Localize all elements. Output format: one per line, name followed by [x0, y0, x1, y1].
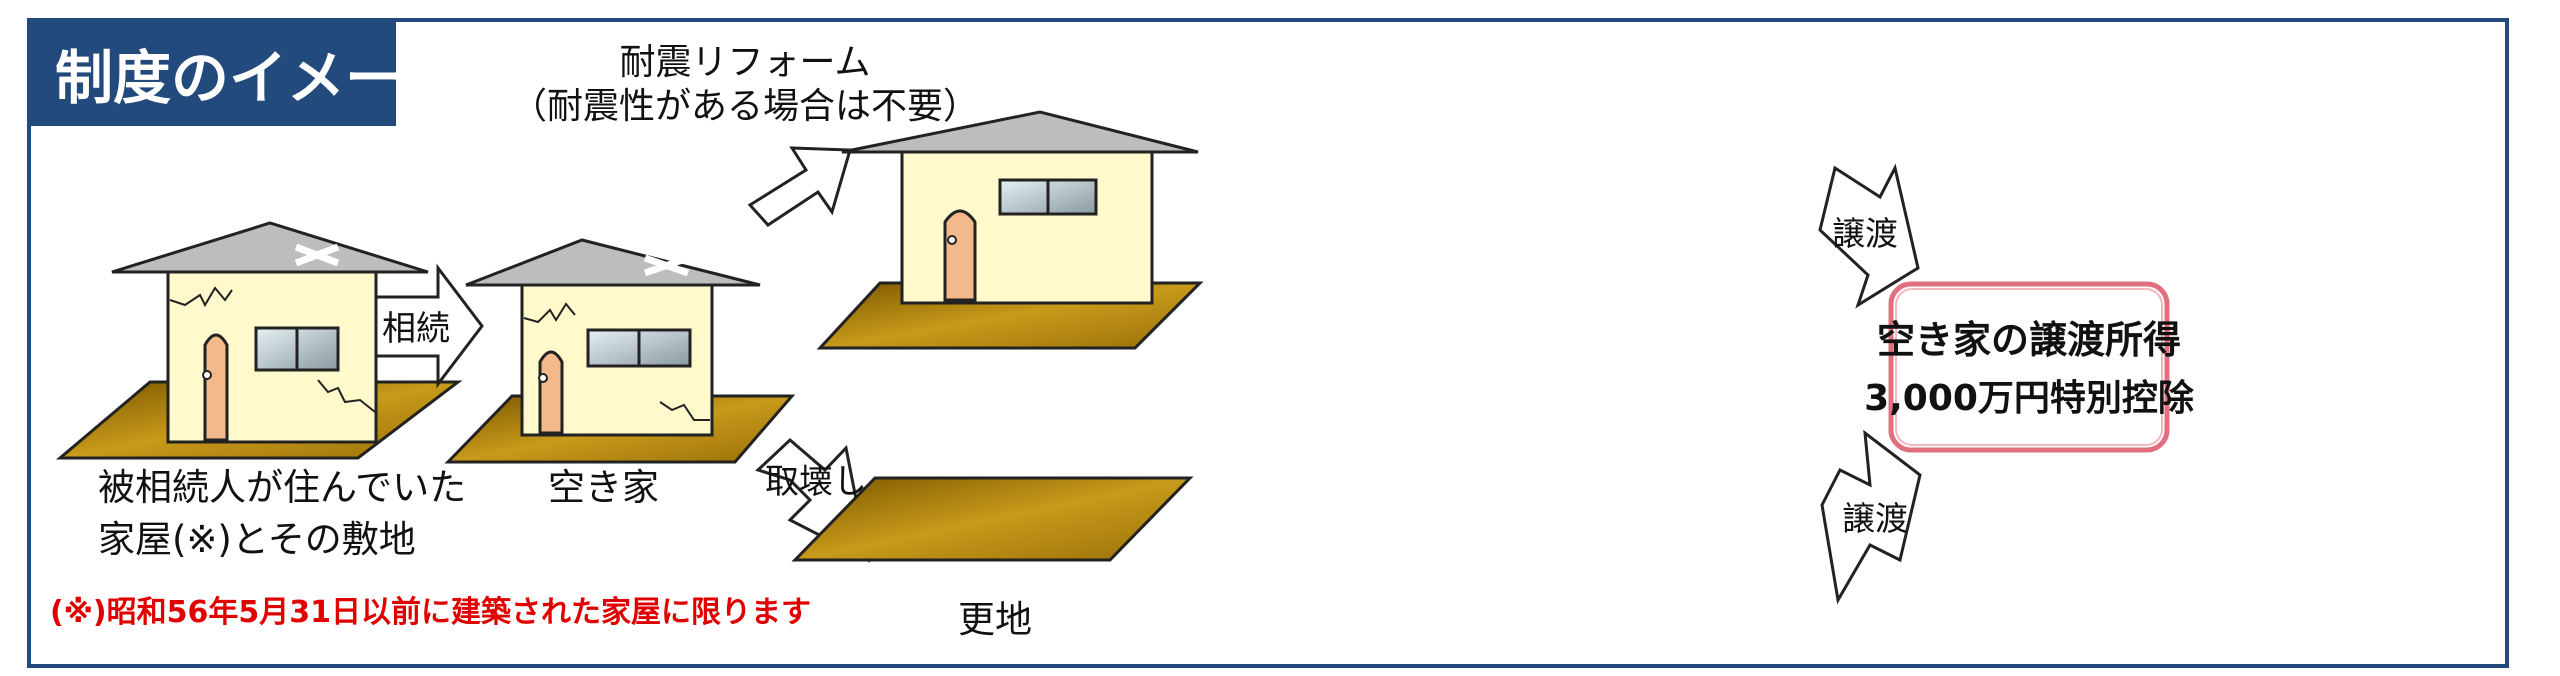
transfer-arrow-lower-icon: [1820, 429, 1922, 605]
vacant-land-lot: [791, 476, 1194, 562]
house-wall: [900, 150, 1154, 305]
wall-crack-icon: [659, 401, 710, 421]
reform-arrow-icon: [747, 146, 852, 227]
house-reformed-illustration: [816, 110, 1204, 350]
title-banner: [28, 18, 396, 126]
diagram-title: 制度のイメージ: [55, 44, 460, 112]
inherit-arrow-label: 相続: [382, 309, 450, 349]
door: [943, 209, 977, 302]
demolish-arrow-label: 取壊し: [765, 462, 867, 502]
inherit-arrow-icon: [374, 263, 484, 389]
roof-damage-icon: [294, 243, 340, 267]
wall-crack-icon: [169, 286, 233, 308]
wall-crack-icon: [523, 302, 576, 324]
house1-label-line1: 被相続人が住んでいた: [98, 466, 466, 509]
result-line2: 3,000万円特別控除: [1864, 378, 2195, 419]
house2-label: 空き家: [548, 466, 659, 509]
transfer-arrow-lower-label: 譲渡: [1842, 499, 1908, 538]
door: [203, 333, 229, 442]
roof: [841, 110, 1199, 154]
roof: [465, 238, 761, 287]
transfer-arrow-upper-label: 譲渡: [1832, 214, 1898, 253]
roof-damage-icon: [643, 254, 690, 277]
reform-label-line2: （耐震性がある場合は不要）: [511, 86, 979, 127]
result-line1: 空き家の譲渡所得: [1877, 318, 2181, 362]
house1-label-line2: 家屋(※)とその敷地: [98, 518, 416, 561]
roof: [111, 221, 429, 274]
house-occupied-illustration: [55, 221, 463, 460]
reform-label-line1: 耐震リフォーム: [620, 42, 871, 83]
transfer-arrow-upper-icon: [1818, 163, 1920, 309]
house-vacant-illustration: [444, 238, 796, 464]
wall-crack-icon: [317, 379, 376, 413]
result-box: [1888, 281, 2170, 453]
door: [538, 350, 564, 435]
footnote: (※)昭和56年5月31日以前に建築された家屋に限ります: [50, 595, 811, 630]
diagram-frame: [27, 18, 2509, 668]
vacant-land-label: 更地: [958, 598, 1032, 641]
